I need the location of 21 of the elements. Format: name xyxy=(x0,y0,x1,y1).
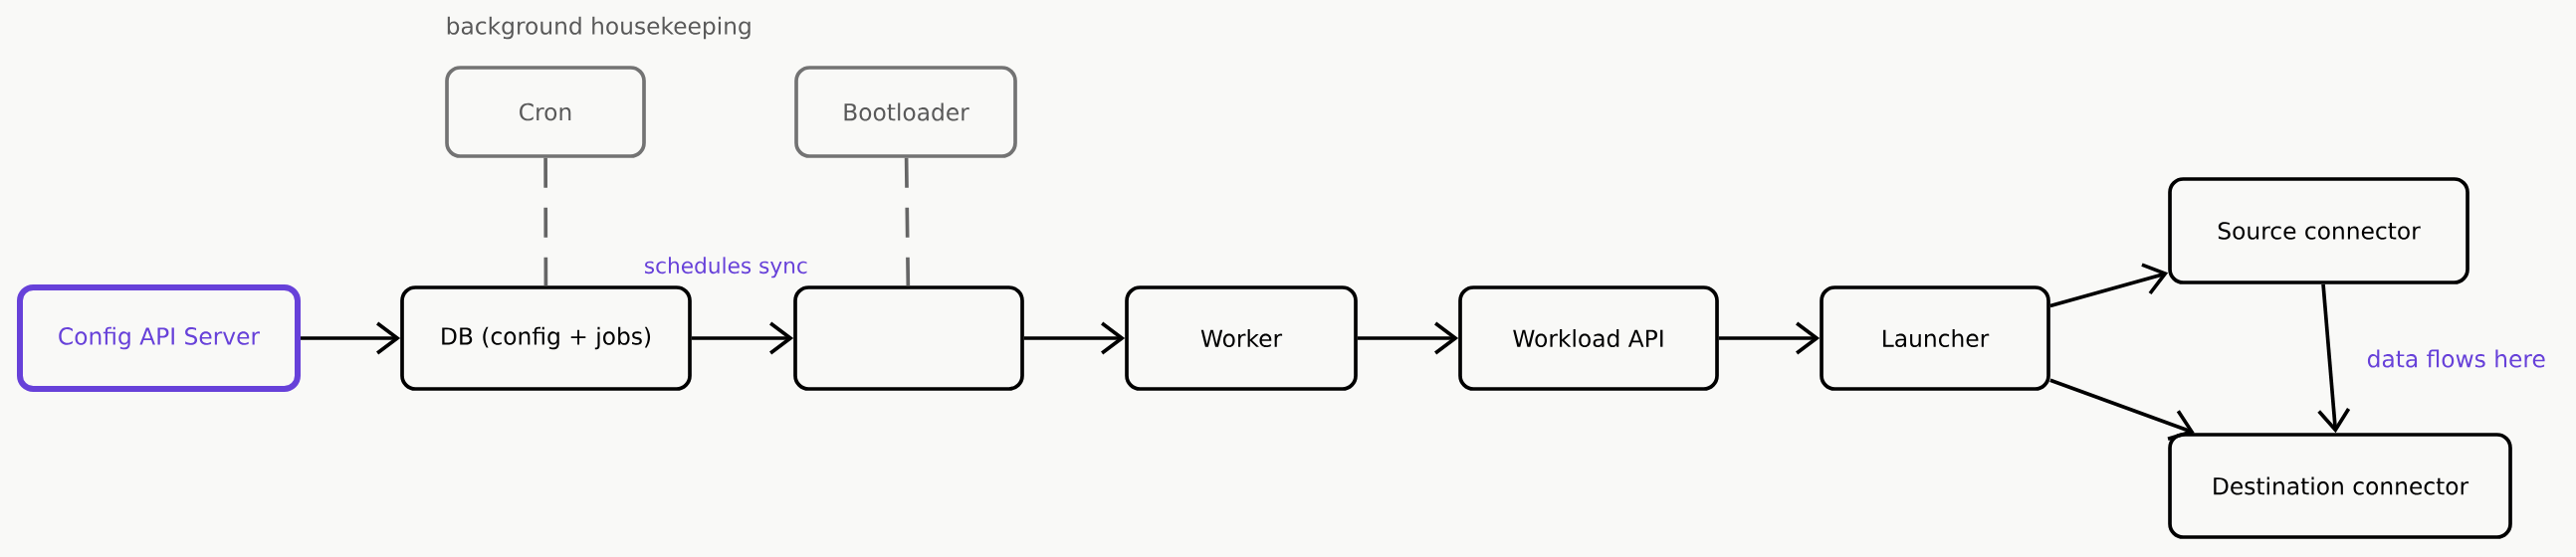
process-box: Cron xyxy=(445,66,646,158)
arrow xyxy=(2049,378,2195,442)
process-box: Bootloader xyxy=(794,66,1017,158)
arrow xyxy=(2049,263,2169,308)
arrow xyxy=(2317,283,2351,434)
process-box: Destination connector xyxy=(2168,433,2512,539)
arrow xyxy=(301,321,401,355)
arrow xyxy=(1357,321,1459,355)
process-box: Worker xyxy=(1125,285,1358,391)
edge-label: schedules sync xyxy=(644,257,807,278)
arrow xyxy=(1718,321,1821,355)
caption-text: background housekeeping xyxy=(447,16,751,40)
process-box: DB (config + jobs) xyxy=(400,285,692,391)
arrow xyxy=(691,321,794,355)
process-box: Source connector xyxy=(2168,177,2469,284)
edge-label: data flows here xyxy=(2367,349,2545,368)
arrow xyxy=(1023,321,1126,355)
process-box: Launcher xyxy=(1820,285,2050,391)
process-box: Config API Server xyxy=(17,284,301,392)
process-box: Workload API xyxy=(1458,285,1719,391)
process-box xyxy=(793,285,1024,391)
